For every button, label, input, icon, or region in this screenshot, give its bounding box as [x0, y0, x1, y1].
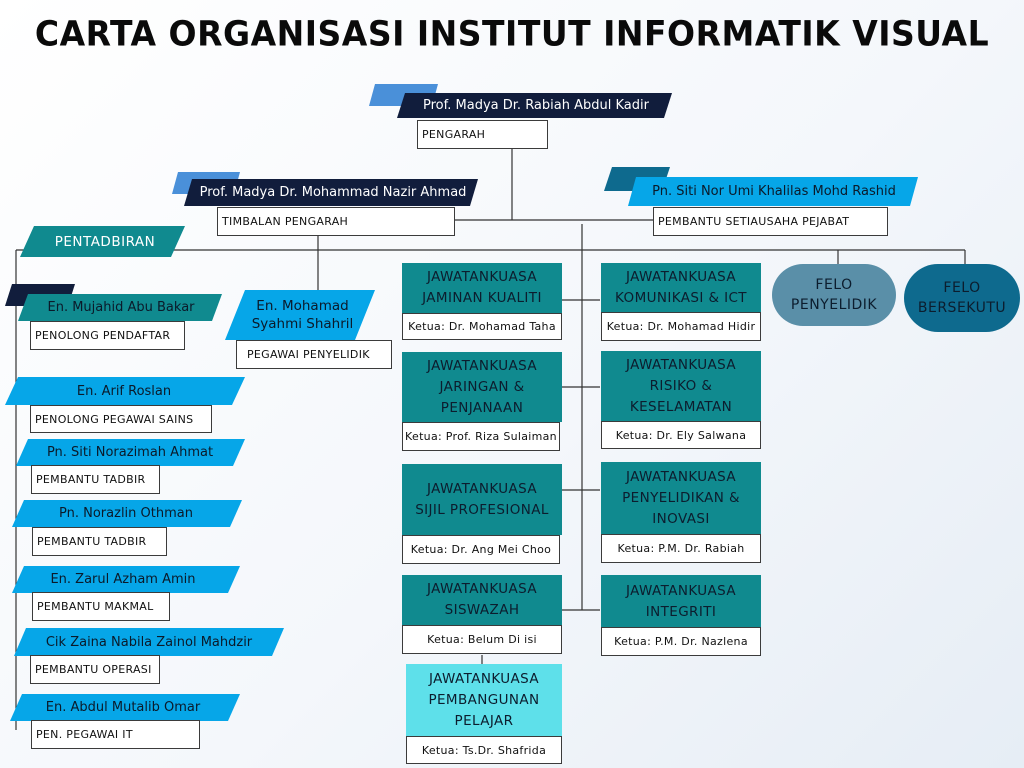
staff-role: PENOLONG PENDAFTAR — [30, 321, 185, 350]
committee-title: JAWATANKUASA PEMBANGUNAN PELAJAR — [428, 670, 540, 729]
deputy-role: TIMBALAN PENGARAH — [217, 207, 455, 236]
committee-chair: Ketua: P.M. Dr. Rabiah — [601, 534, 761, 563]
director-banner-shape — [397, 93, 672, 118]
mujahid-banner-shape — [18, 294, 222, 321]
staff-role: PEN. PEGAWAI IT — [31, 720, 200, 749]
researcher-name: En. Mohamad Syahmi Shahril — [251, 298, 354, 332]
committee-title: JAWATANKUASA INTEGRITI — [625, 582, 737, 620]
committee-title: JAWATANKUASA KOMUNIKASI & ICT — [615, 269, 747, 306]
page-title: CARTA ORGANISASI INSTITUT INFORMATIK VIS… — [34, 13, 990, 54]
committee-shape — [601, 351, 761, 421]
staff-role: PENOLONG PEGAWAI SAINS — [30, 405, 212, 433]
committee-title: JAWATANKUASA PENYELIDIKAN & INOVASI — [622, 468, 740, 527]
staff-name: En. Zarul Azham Amin — [50, 572, 196, 587]
committee-shape — [402, 464, 562, 535]
staff-name: Pn. Norazlin Othman — [59, 506, 193, 521]
committee-shape — [402, 352, 562, 422]
committee-shape — [601, 462, 761, 534]
deputy-banner-shape — [184, 179, 478, 206]
committee-chair: Ketua: Ts.Dr. Shafrida — [406, 736, 562, 764]
staff-role: PEMBANTU OPERASI — [30, 655, 160, 684]
secretary-role: PEMBANTU SETIAUSAHA PEJABAT — [653, 207, 888, 236]
staff-role: PEMBANTU TADBIR — [32, 527, 167, 556]
staff-role: PEMBANTU MAKMAL — [32, 592, 170, 621]
staff-name: En. Abdul Mutalib Omar — [45, 700, 201, 715]
committee-chair: Ketua: Dr. Ely Salwana — [601, 421, 761, 449]
staff-role: PEMBANTU TADBIR — [31, 465, 160, 494]
staff-banner-shape — [5, 377, 245, 405]
staff-banner-shape — [12, 566, 240, 593]
staff-name: Cik Zaina Nabila Zainol Mahdzir — [45, 634, 253, 650]
committee-shape — [402, 263, 562, 313]
researcher-role: PEGAWAI PENYELIDIK — [236, 340, 392, 369]
secretary-banner-shape — [628, 177, 918, 206]
staff-name: En. Arif Roslan — [76, 383, 172, 399]
committee-title: JAWATANKUASA JARINGAN & PENJANAAN — [426, 357, 538, 416]
fellow-researcher-node: FELO PENYELIDIK — [772, 264, 896, 326]
committee-title: JAWATANKUASA RISIKO & KESELAMATAN — [625, 356, 737, 415]
committee-chair: Ketua: Belum Di isi — [402, 625, 562, 654]
committee-title: JAWATANKUASA JAMINAN KUALITI — [422, 269, 542, 306]
committee-shape — [406, 664, 562, 736]
staff-banner-shape — [10, 694, 240, 721]
committee-shape — [601, 263, 761, 313]
committee-title: JAWATANKUASA SISWAZAH — [426, 581, 538, 618]
admin-label: PENTADBIRAN — [54, 233, 156, 250]
staff-name: En. Mujahid Abu Bakar — [47, 300, 195, 315]
committee-chair: Ketua: Dr. Ang Mei Choo — [402, 535, 560, 564]
staff-banner-shape — [12, 500, 242, 527]
committee-shape — [601, 575, 761, 628]
staff-name: Pn. Siti Norazimah Ahmat — [46, 445, 214, 460]
committee-chair: Ketua: Dr. Mohamad Taha — [402, 313, 562, 340]
committee-title: JAWATANKUASA SIJIL PROFESIONAL — [415, 480, 549, 518]
syahmi-banner-shape — [225, 290, 375, 340]
committee-shape — [402, 575, 562, 625]
committee-chair: Ketua: Prof. Riza Sulaiman — [402, 422, 560, 451]
admin-banner-shape — [20, 226, 185, 257]
committee-chair: Ketua: P.M. Dr. Nazlena — [601, 627, 761, 656]
staff-banner-shape — [14, 628, 284, 656]
secretary-name: Pn. Siti Nor Umi Khalilas Mohd Rashid — [652, 184, 896, 199]
director-name: Prof. Madya Dr. Rabiah Abdul Kadir — [423, 98, 649, 113]
director-role: PENGARAH — [417, 120, 548, 149]
deputy-name: Prof. Madya Dr. Mohammad Nazir Ahmad — [199, 185, 467, 200]
committee-chair: Ketua: Dr. Mohamad Hidir — [601, 312, 761, 341]
fellow-associate-node: FELO BERSEKUTU — [904, 264, 1020, 332]
connector-lines — [15, 148, 966, 730]
staff-banner-shape — [16, 439, 245, 466]
